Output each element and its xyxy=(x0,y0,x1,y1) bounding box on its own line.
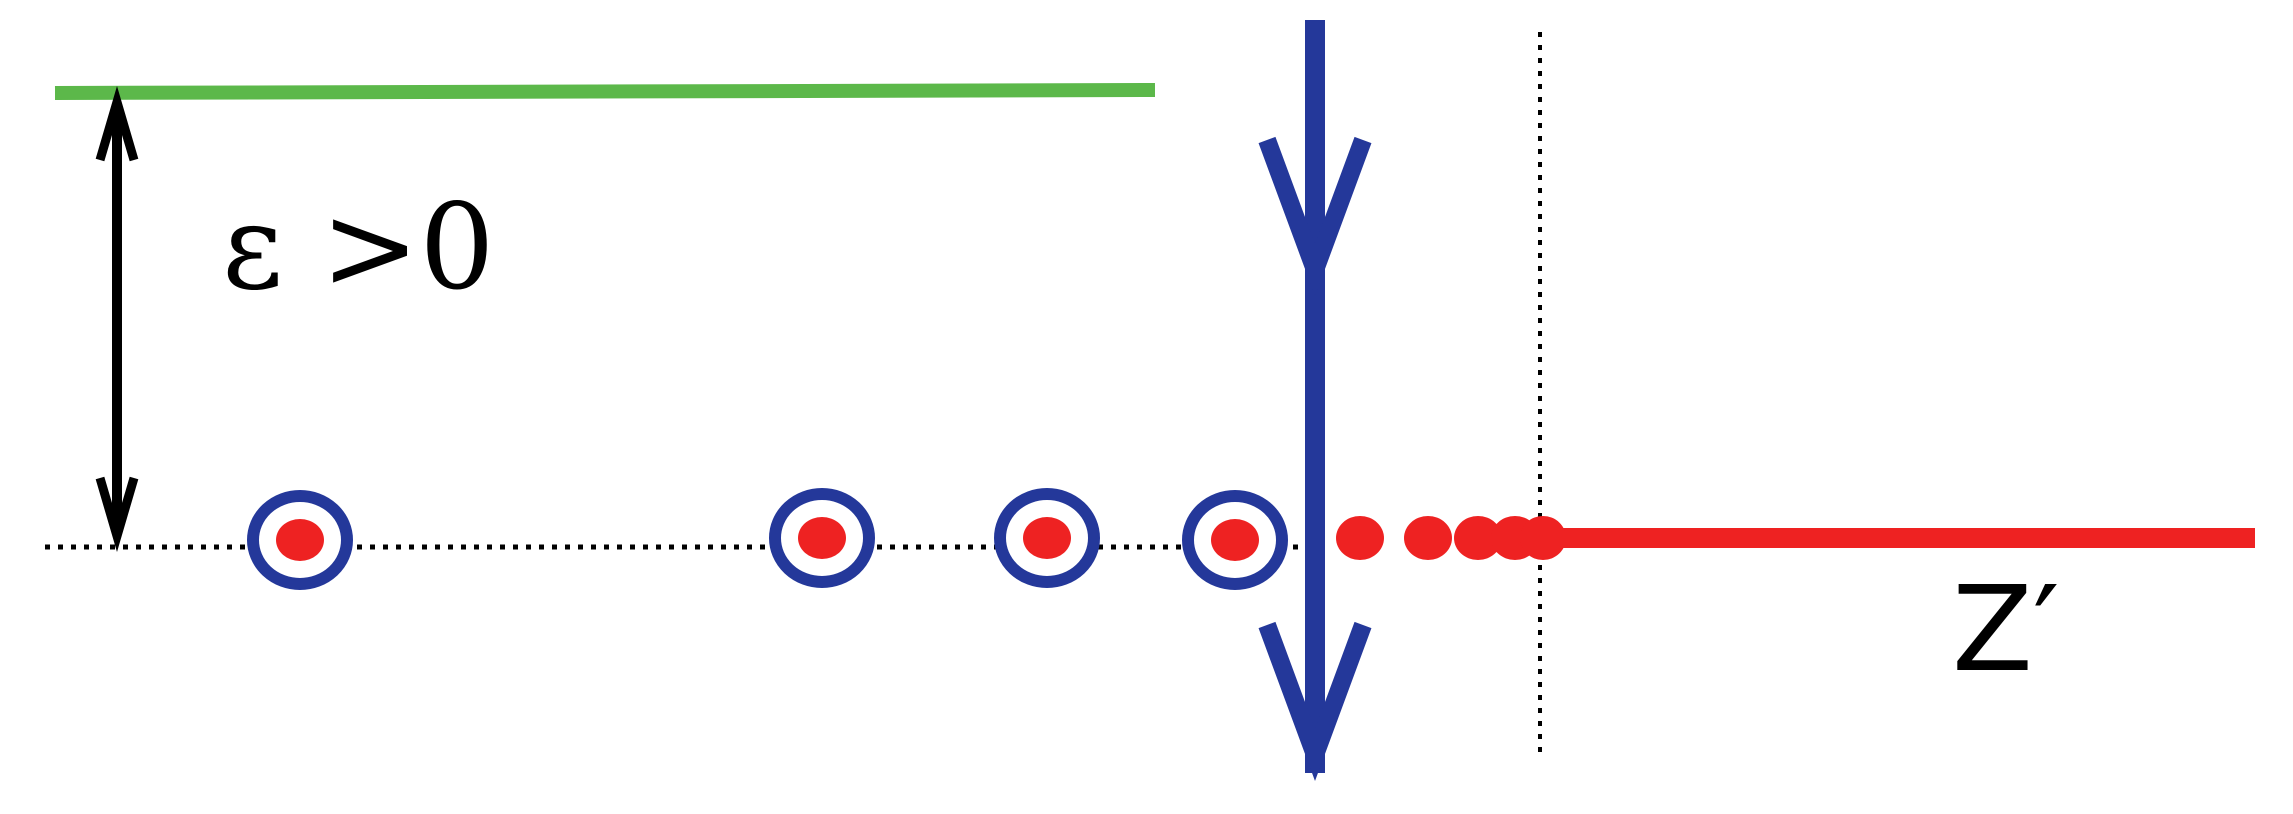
circled-red-dot xyxy=(994,488,1100,588)
z-prime-label: Z′ xyxy=(1952,560,2060,698)
epsilon-label: ε >0 xyxy=(222,178,495,316)
red-dot xyxy=(1454,516,1502,560)
green-line xyxy=(54,83,1156,100)
epsilon-arrow xyxy=(95,86,139,552)
circled-red-dot xyxy=(247,490,353,590)
contour-arrow-upper xyxy=(1258,136,1372,296)
blue-contour xyxy=(1258,20,1372,781)
red-dot xyxy=(1520,516,1566,560)
circled-red-dot xyxy=(769,488,875,588)
circled-red-dot xyxy=(1182,490,1288,590)
contour-arrow-lower xyxy=(1258,621,1372,781)
red-dot xyxy=(1336,516,1384,560)
red-dot xyxy=(1404,516,1452,560)
